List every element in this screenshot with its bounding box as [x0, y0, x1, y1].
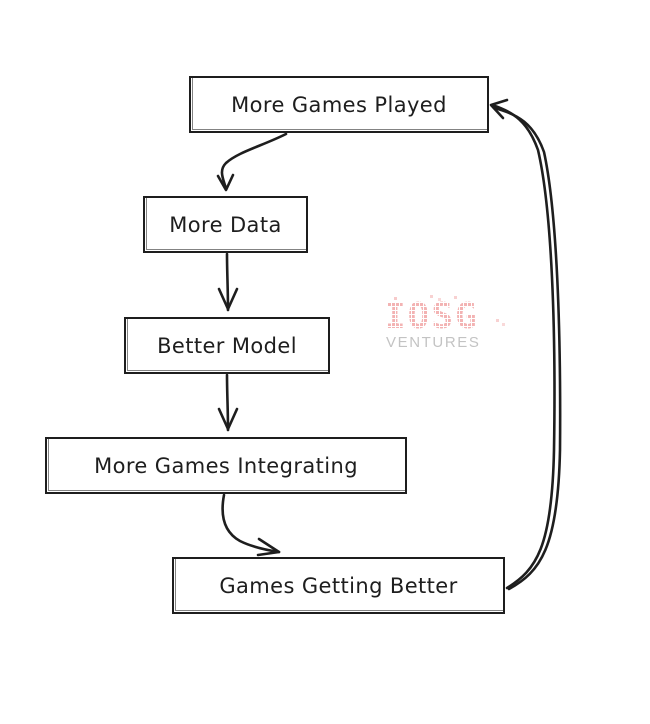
node-more-data: More Data — [143, 196, 308, 253]
watermark-subtext: VENTURES — [386, 334, 481, 351]
node-games-getting-better: Games Getting Better — [172, 557, 505, 614]
watermark-logo-mark: IOSG — [384, 295, 505, 333]
edge-better-model-to-more-games-integrating — [217, 373, 239, 432]
edge-more-games-integrating-to-games-getting-better — [221, 493, 281, 557]
edge-games-getting-better-to-more-games-played — [489, 98, 562, 591]
node-more-games-played: More Games Played — [189, 76, 489, 133]
watermark-logo: IOSG VENTURES — [384, 295, 508, 355]
watermark-logo-text: IOSG — [384, 296, 479, 333]
node-more-games-integrating: More Games Integrating — [45, 437, 407, 494]
edge-more-data-to-better-model — [217, 252, 239, 312]
edge-more-games-played-to-more-data — [216, 132, 288, 192]
node-better-model: Better Model — [124, 317, 330, 374]
